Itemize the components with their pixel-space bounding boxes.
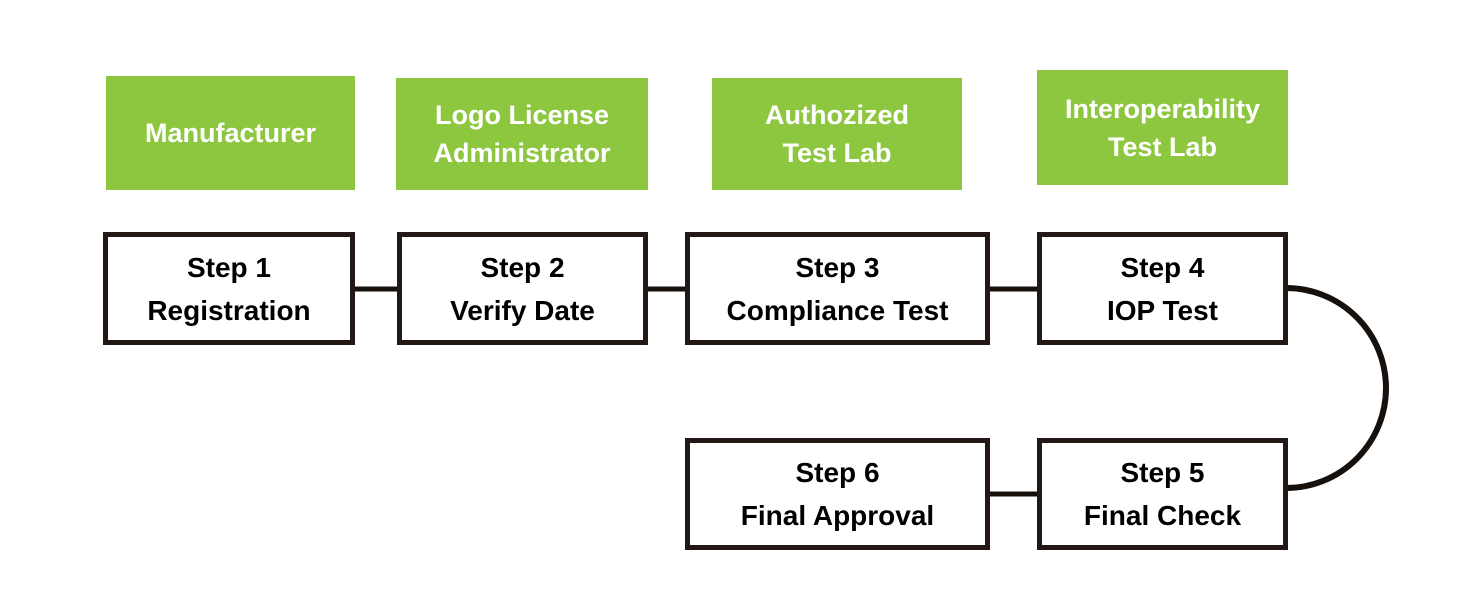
step-1-number: Step 1 [186,251,271,283]
step-3-number: Step 3 [795,251,880,283]
step-box-5: Step 5 Final Check [1037,438,1288,550]
header-label-authozized-test-lab: Authozized Test Lab [765,100,909,168]
step-6-number: Step 6 [795,457,880,488]
step-box-4: Step 4 IOP Test [1037,232,1288,345]
step-box-3: Step 3 Compliance Test [685,232,990,345]
step-4-number: Step 4 [1120,251,1205,283]
step-box-2: Step 2 Verify Date [397,232,648,345]
step-box-1: Step 1 Registration [103,232,355,345]
step-3-name: Compliance Test [726,294,949,326]
step-1-name: Registration [147,294,311,326]
step-6-name: Final Approval [740,500,935,531]
step-5-name: Final Check [1083,500,1242,531]
step-2-name: Verify Date [450,294,595,326]
header-label-manufacturer: Manufacturer [144,118,317,148]
header-label-logo-license-administrator: Logo License Administrator [433,100,611,168]
step-4-name: IOP Test [1106,294,1218,326]
step-2-number: Step 2 [480,251,565,283]
header-box-manufacturer: Manufacturer [106,76,355,190]
header-box-interoperability-test-lab: Interoperability Test Lab [1037,70,1288,185]
step-5-number: Step 5 [1120,457,1205,488]
header-box-authozized-test-lab: Authozized Test Lab [712,78,962,190]
header-box-logo-license-administrator: Logo License Administrator [396,78,648,190]
step-box-6: Step 6 Final Approval [685,438,990,550]
connector-step4-step5-arc [1285,285,1389,491]
header-label-interoperability-test-lab: Interoperability Test Lab [1064,93,1261,162]
